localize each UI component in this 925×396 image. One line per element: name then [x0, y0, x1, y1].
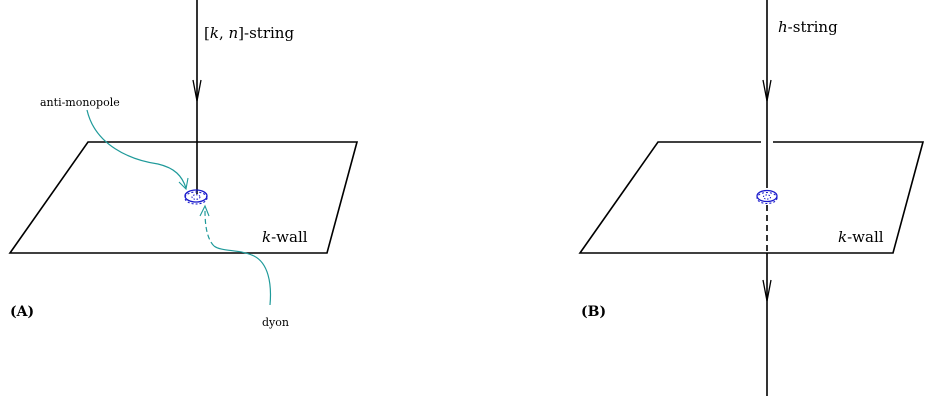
panel-a: [k, n]-string anti-monopole k-wall dyon …	[8, 0, 359, 329]
panel-label-b: (B)	[581, 304, 606, 320]
monopole-icon-b	[756, 189, 778, 205]
h-string-arrow-upper-icon	[762, 79, 772, 102]
panel-label-a: (A)	[10, 304, 34, 320]
dyon-pointer-dashed	[204, 209, 215, 247]
anti-monopole-icon	[184, 189, 208, 205]
dyon-label: dyon	[262, 316, 289, 329]
anti-monopole-pointer	[86, 109, 187, 189]
kn-string-label: [k, n]-string	[204, 24, 294, 42]
h-string-arrow-lower-icon	[762, 279, 772, 302]
string-arrow-icon	[192, 79, 202, 102]
k-wall-plane-b	[578, 141, 925, 254]
k-wall-label-b: k-wall	[838, 228, 884, 246]
anti-monopole-label: anti-monopole	[40, 96, 120, 109]
k-wall-plane-a	[8, 141, 359, 254]
dyon-pointer-head-icon	[199, 204, 210, 217]
k-wall-label-a: k-wall	[262, 228, 308, 246]
anti-monopole-pointer-head-icon	[178, 177, 189, 191]
h-string-label: h-string	[778, 18, 838, 36]
panel-b: h-string k-wall (B)	[578, 0, 925, 396]
dyon-pointer-solid	[213, 245, 272, 306]
